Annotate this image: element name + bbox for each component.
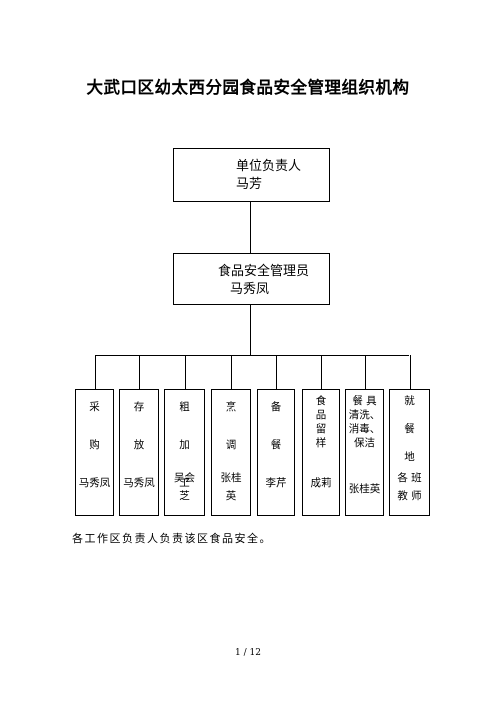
department-person: 张桂 英 [220, 472, 242, 502]
department-person: 马秀凤 [78, 477, 111, 489]
connector-dept [410, 355, 411, 389]
department-box: 食 品 留 样成莉 [302, 389, 340, 516]
connector-dept [95, 355, 96, 389]
connector-manager-bus [250, 305, 251, 355]
department-name: 采 购 [89, 401, 100, 451]
department-box: 粗 加 工吴会 芝 [164, 389, 205, 516]
department-box: 备 餐李芹 [257, 389, 295, 516]
department-box: 存 放马秀凤 [119, 389, 159, 516]
manager-name: 马秀凤 [230, 282, 270, 297]
department-name: 烹 调 [225, 401, 237, 451]
head-role: 单位负责人 [236, 159, 302, 174]
department-person: 吴会 芝 [174, 472, 195, 502]
manager-box: 食品安全管理员 马秀凤 [173, 253, 330, 305]
connector-dept [365, 355, 366, 389]
connector-bus [95, 355, 409, 356]
connector-dept [276, 355, 277, 389]
manager-role: 食品安全管理员 [218, 264, 310, 279]
department-name: 粗 加 工 [179, 401, 190, 489]
department-box: 餐 具 清洗、 消毒、 保洁张桂英 [345, 389, 384, 516]
page-number: 1 / 12 [235, 648, 261, 658]
department-name: 存 放 [133, 401, 145, 451]
responsibility-note: 各工作区负责人负责该区食品安全。 [72, 532, 272, 545]
department-box: 采 购马秀凤 [75, 389, 114, 516]
department-box: 就 餐 地各 班 教 师 [389, 389, 430, 516]
connector-dept [139, 355, 140, 389]
department-person: 各 班 教 师 [397, 472, 422, 502]
department-box: 烹 调张桂 英 [211, 389, 251, 516]
department-name: 就 餐 地 [404, 395, 415, 463]
department-name: 餐 具 清洗、 消毒、 保洁 [348, 395, 381, 449]
department-person: 张桂英 [348, 483, 381, 495]
connector-head-manager [250, 202, 251, 253]
department-person: 李芹 [265, 477, 287, 489]
department-name: 备 餐 [270, 401, 282, 451]
connector-dept [321, 355, 322, 389]
connector-dept [185, 355, 186, 389]
department-name: 食 品 留 样 [315, 395, 327, 449]
page-title: 大武口区幼太西分园食品安全管理组织机构 [86, 78, 410, 97]
head-box: 单位负责人 马芳 [173, 148, 330, 202]
department-person: 成莉 [310, 477, 332, 489]
head-name: 马芳 [236, 177, 263, 192]
department-person: 马秀凤 [123, 477, 155, 489]
connector-dept [231, 355, 232, 389]
